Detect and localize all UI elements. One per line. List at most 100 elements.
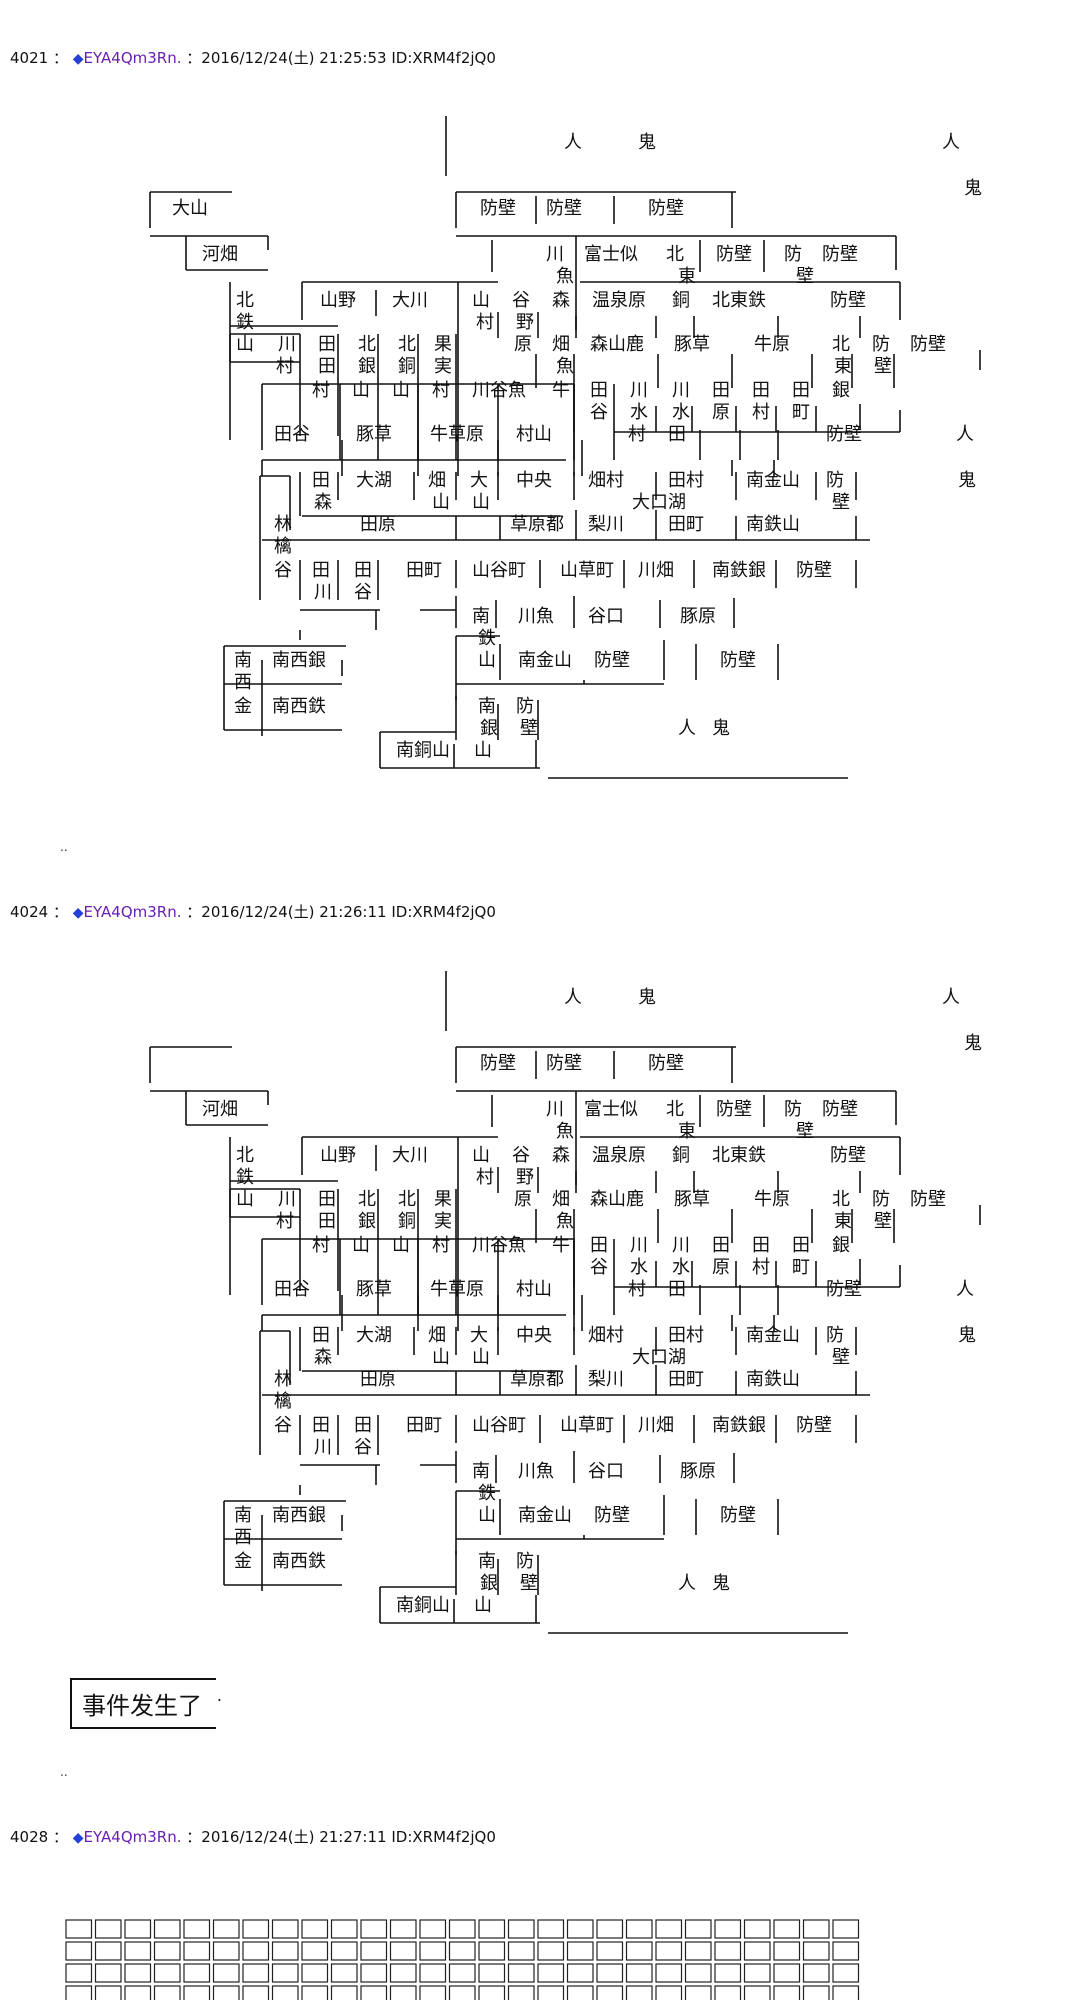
poster-name[interactable]: EYA4Qm3Rn. [83, 1828, 182, 1846]
map-label: 防 [872, 1189, 890, 1210]
grid-square [832, 1985, 860, 2000]
map-label: 草原都 [510, 1369, 564, 1390]
map-label: 防壁 [716, 244, 752, 265]
map-label: 田谷 [274, 424, 310, 445]
grid-square [212, 1985, 240, 2000]
map-label: 南銅山 [396, 740, 450, 761]
grid-square [330, 1941, 358, 1961]
grid-square [832, 1919, 860, 1939]
grid-square [507, 1963, 535, 1983]
map-label: 防壁 [594, 650, 630, 671]
map-label: 実 [434, 356, 452, 377]
map-label: 川 [546, 1099, 564, 1120]
map-label: 村山 [516, 424, 552, 445]
event-box: 事件发生了 . [70, 1678, 222, 1729]
map-label: 防 [516, 1551, 534, 1572]
grid-square [183, 1941, 211, 1961]
map-label: 田 [312, 1325, 330, 1346]
map-label: 谷 [590, 402, 608, 423]
map-label: 鬼 [712, 1573, 730, 1594]
poster-name[interactable]: EYA4Qm3Rn. [83, 903, 182, 921]
map-label: 人 [678, 1573, 696, 1594]
grid-square [655, 1963, 683, 1983]
map-label: 森山鹿 [590, 334, 644, 355]
grid-square [832, 1941, 860, 1961]
grid-square [65, 1963, 93, 1983]
map-label: 南鉄銀 [712, 560, 766, 581]
map-label: 鬼 [638, 987, 656, 1008]
map-label: 川 [314, 582, 332, 603]
map-label: 河畑 [202, 1099, 238, 1120]
grid-square [242, 1963, 270, 1983]
map-label: 鉄 [236, 1167, 254, 1188]
map-label: 防壁 [830, 1145, 866, 1166]
map-label: 草原都 [510, 514, 564, 535]
map-label: 谷口 [588, 1461, 624, 1482]
map-label: 山野 [320, 1145, 356, 1166]
map-label: 村 [752, 402, 770, 423]
map-label: 防壁 [822, 1099, 858, 1120]
map-label: 南西鉄 [272, 696, 326, 717]
map-label: 防壁 [720, 650, 756, 671]
separator-dots: .. [60, 840, 68, 854]
map-label: 大湖 [356, 470, 392, 491]
map-label: 鬼 [964, 178, 982, 199]
map-label: 壁 [832, 492, 850, 513]
grid-square [124, 1985, 152, 2000]
map-label: 川谷魚 [472, 380, 526, 401]
map-label: 水 [672, 402, 690, 423]
map-label: 南 [234, 1505, 252, 1526]
map-label: 富士似 [584, 244, 638, 265]
grid-square [684, 1985, 712, 2000]
map-label: 山谷町 [472, 1415, 526, 1436]
grid-square [271, 1941, 299, 1961]
grid-square [389, 1919, 417, 1939]
map-label: 南鉄山 [746, 514, 800, 535]
event-mark: . [216, 1686, 222, 1705]
map-label: 西 [234, 672, 252, 693]
map-label: 防壁 [480, 1053, 516, 1074]
grid-square [596, 1941, 624, 1961]
grid-square [389, 1963, 417, 1983]
map-label: 防 [872, 334, 890, 355]
square-grid-svg [65, 1919, 860, 2000]
post-header-4024: 4024 ： ◆EYA4Qm3Rn. ：2016/12/24(土) 21:26:… [10, 901, 496, 922]
map-label: 檎 [274, 536, 292, 557]
poster-name[interactable]: EYA4Qm3Rn. [83, 49, 182, 67]
map-label: 南銅山 [396, 1595, 450, 1616]
map-label: 田 [590, 1235, 608, 1256]
map-label: 防壁 [910, 1189, 946, 1210]
map-label: 南 [472, 606, 490, 627]
map-label: 山 [392, 1235, 410, 1256]
map-label: 防壁 [594, 1505, 630, 1526]
map-label: 森 [552, 1145, 570, 1166]
map-label: 壁 [832, 1347, 850, 1368]
map-label: 牛草原 [430, 1279, 484, 1300]
map-label: 南 [478, 1551, 496, 1572]
map-label: 山野 [320, 290, 356, 311]
map-label: 銀 [358, 1211, 376, 1232]
map-label: 川畑 [638, 560, 674, 581]
grid-square [478, 1941, 506, 1961]
map-label: 人 [564, 987, 582, 1008]
grid-square [330, 1919, 358, 1939]
map-label: 大 [470, 1325, 488, 1346]
map-label: 川魚 [518, 1461, 554, 1482]
post-sep: ： [52, 49, 68, 67]
map-label: 果 [434, 334, 452, 355]
map-label: 河畑 [202, 244, 238, 265]
grid-square [212, 1941, 240, 1961]
map-label: 中央 [516, 1325, 552, 1346]
square-grid [64, 1918, 894, 2000]
grid-square [743, 1941, 771, 1961]
diamond-icon: ◆ [72, 51, 84, 67]
map-label: 鬼 [958, 1325, 976, 1346]
map-label: 檎 [274, 1391, 292, 1412]
map-label: 川 [672, 1235, 690, 1256]
grid-square [124, 1919, 152, 1939]
grid-square [212, 1919, 240, 1939]
map-label: 田 [668, 1279, 686, 1300]
map-label: 果 [434, 1189, 452, 1210]
map-label: 人 [678, 718, 696, 739]
map-label: 北 [832, 334, 850, 355]
